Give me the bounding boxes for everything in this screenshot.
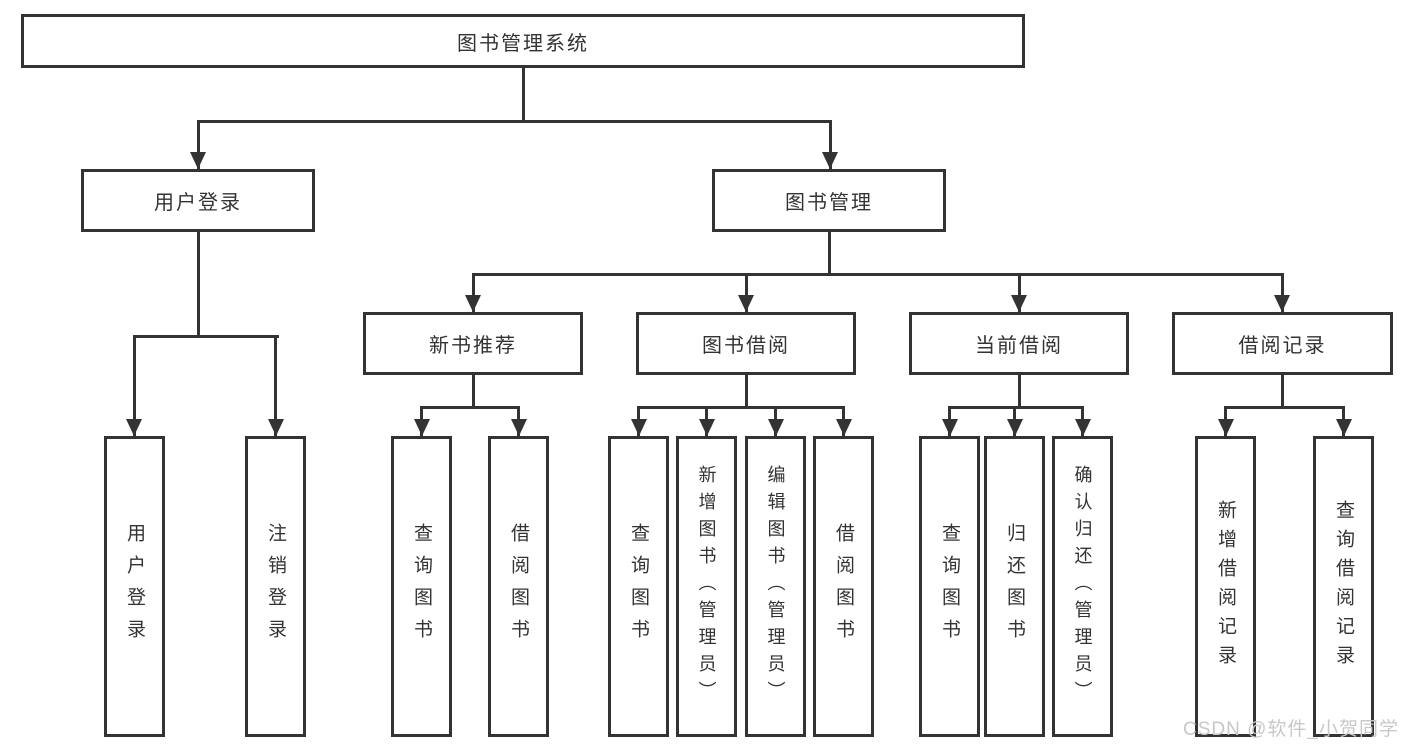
- arrowhead-current-borrow-icon: [1011, 295, 1027, 312]
- node-user-login-label: 用户登录: [154, 192, 242, 214]
- leaf-borrow-edit: 编辑图书（管理员）: [745, 436, 806, 737]
- node-new-book-recommend: 新书推荐: [363, 312, 583, 375]
- leaf-user-login-label: 用户登录: [124, 522, 145, 651]
- leaf-borrow-book-label: 借阅图书: [833, 522, 854, 651]
- connector-root-drop: [521, 68, 525, 122]
- node-current-borrow-label: 当前借阅: [975, 335, 1063, 357]
- arrowhead-bb-borrow-icon: [835, 419, 852, 436]
- leaf-current-confirm-return-label: 确认归还（管理员）: [1072, 465, 1093, 708]
- leaf-current-return-label: 归还图书: [1004, 522, 1025, 651]
- connector-currentborrow-drop: [1017, 375, 1021, 409]
- leaf-borrow-query: 查询图书: [608, 436, 669, 737]
- leaf-newbook-borrow-label: 借阅图书: [508, 522, 529, 651]
- connector-stem-leaf-user-login: [132, 335, 136, 436]
- leaf-current-return: 归还图书: [984, 436, 1045, 737]
- connector-borrowrecord-drop: [1280, 375, 1284, 409]
- leaf-borrow-add-label: 新增图书（管理员）: [696, 465, 717, 708]
- connector-stem-current-borrow: [1017, 273, 1021, 312]
- connector-currentborrow-bar: [948, 406, 1084, 409]
- node-book-management: 图书管理: [712, 169, 946, 232]
- leaf-newbook-query-label: 查询图书: [411, 522, 432, 651]
- arrowhead-cb-return-icon: [1006, 419, 1023, 436]
- node-user-login: 用户登录: [81, 169, 315, 232]
- node-root-label: 图书管理系统: [457, 32, 589, 55]
- connector-userlogin-drop: [196, 232, 200, 338]
- leaf-borrow-book: 借阅图书: [813, 436, 874, 737]
- leaf-borrow-add: 新增图书（管理员）: [676, 436, 737, 737]
- node-borrow-record: 借阅记录: [1172, 312, 1393, 375]
- arrowhead-book-borrow-icon: [738, 295, 754, 312]
- leaf-current-query: 查询图书: [919, 436, 980, 737]
- connector-newbook-bar: [420, 406, 520, 409]
- node-book-management-label: 图书管理: [785, 192, 873, 214]
- leaf-user-login: 用户登录: [104, 436, 165, 737]
- arrowhead-leaf-user-login-icon: [126, 419, 142, 436]
- connector-stem-book-management: [828, 120, 832, 169]
- arrowhead-br-query-icon: [1335, 419, 1352, 436]
- leaf-borrow-edit-label: 编辑图书（管理员）: [765, 465, 786, 708]
- leaf-newbook-query: 查询图书: [391, 436, 452, 737]
- connector-stem-book-borrow: [744, 273, 748, 312]
- node-borrow-record-label: 借阅记录: [1238, 335, 1327, 357]
- connector-stem-borrow-record: [1280, 273, 1284, 312]
- leaf-record-query-label: 查询借阅记录: [1333, 499, 1354, 674]
- node-book-borrow: 图书借阅: [636, 312, 856, 375]
- leaf-logout: 注销登录: [245, 436, 306, 737]
- node-current-borrow: 当前借阅: [909, 312, 1129, 375]
- csdn-watermark: CSDN @软件_小贺同学: [1183, 719, 1399, 740]
- arrowhead-br-add-icon: [1217, 419, 1234, 436]
- leaf-record-query: 查询借阅记录: [1313, 436, 1374, 737]
- leaf-logout-label: 注销登录: [265, 522, 286, 651]
- arrowhead-cb-confirm-icon: [1074, 419, 1091, 436]
- connector-root-bar: [196, 120, 832, 123]
- arrowhead-book-management-icon: [822, 152, 838, 169]
- leaf-record-add-label: 新增借阅记录: [1215, 499, 1236, 674]
- arrowhead-bb-edit-icon: [767, 419, 784, 436]
- connector-userlogin-bar: [132, 335, 279, 338]
- arrowhead-borrow-record-icon: [1274, 295, 1290, 312]
- arrowhead-bb-query-icon: [630, 419, 647, 436]
- leaf-current-query-label: 查询图书: [939, 522, 960, 651]
- node-root: 图书管理系统: [21, 14, 1025, 68]
- connector-stem-new-book: [471, 273, 475, 312]
- connector-bookborrow-drop: [744, 375, 748, 409]
- arrowhead-leaf-logout-icon: [267, 419, 284, 436]
- connector-stem-user-login: [196, 120, 200, 169]
- arrowhead-new-book-icon: [465, 295, 481, 312]
- arrowhead-cb-query-icon: [941, 419, 958, 436]
- connector-newbook-drop: [471, 375, 475, 409]
- node-new-book-recommend-label: 新书推荐: [429, 335, 517, 357]
- leaf-record-add: 新增借阅记录: [1195, 436, 1256, 737]
- connector-borrowrecord-bar: [1224, 406, 1345, 409]
- leaf-newbook-borrow: 借阅图书: [488, 436, 549, 737]
- arrowhead-bb-add-icon: [698, 419, 715, 436]
- arrowhead-user-login-icon: [190, 152, 206, 169]
- leaf-borrow-query-label: 查询图书: [628, 522, 649, 651]
- arrowhead-nb-borrow-icon: [510, 419, 527, 436]
- leaf-current-confirm-return: 确认归还（管理员）: [1052, 436, 1113, 737]
- connector-bookborrow-bar: [637, 406, 845, 409]
- node-book-borrow-label: 图书借阅: [702, 335, 790, 357]
- connector-bookmgmt-bar: [471, 273, 1284, 276]
- connector-bookmgmt-drop: [827, 232, 831, 276]
- arrowhead-nb-query-icon: [413, 419, 430, 436]
- connector-stem-leaf-logout: [274, 335, 277, 436]
